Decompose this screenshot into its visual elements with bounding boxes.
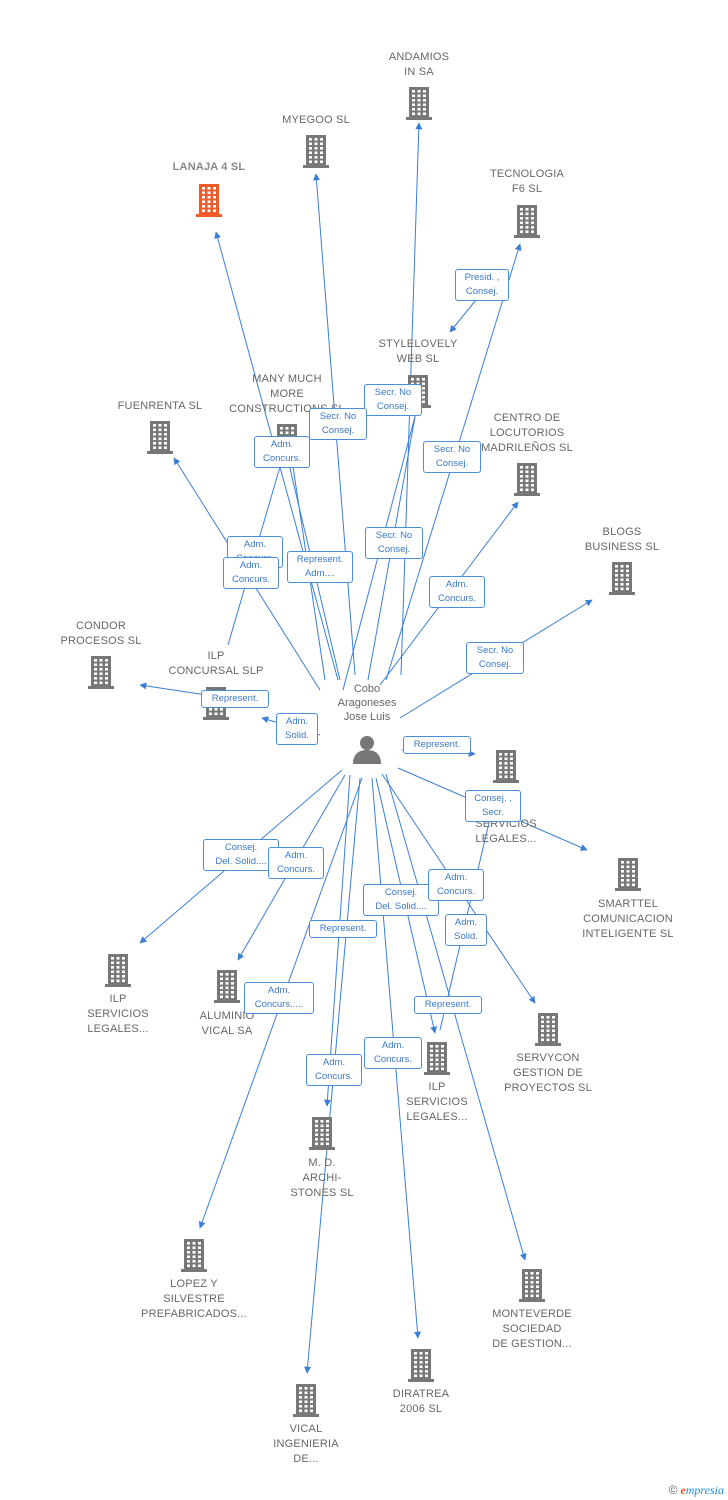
relation-label[interactable]: Adm. Solid. [276,713,318,745]
relation-label[interactable]: Secr. No Consej. [423,441,481,473]
company-label: ILP CONCURSAL SLP [168,650,264,677]
relation-label[interactable]: Adm. Concurs. [223,557,279,589]
company-label: BLOGS BUSINESS SL [584,526,660,553]
company-label: MYEGOO SL [282,114,350,126]
relation-label[interactable]: Adm. Concurs. [429,576,485,608]
building-icon [293,1384,319,1417]
relation-label[interactable]: Secr. No Consej. [364,384,422,416]
building-icon [408,1349,434,1382]
relation-label[interactable]: Secr. No Consej. [309,408,367,440]
company-label: MONTEVERDE SOCIEDAD DE GESTION... [492,1308,572,1350]
company-label: CENTRO DE LOCUTORIOS MADRILEÑOS SL [481,412,573,454]
company-label: M. D. ARCHI- STONES SL [290,1157,354,1199]
building-icon [105,954,131,987]
building-icon [181,1239,207,1272]
relation-label[interactable]: Adm. Concurs. [428,869,484,901]
building-icon [309,1117,335,1150]
building-icon [406,87,432,120]
company-label: ANDAMIOS IN SA [388,51,450,78]
company-label: SMARTTEL COMUNICACION INTELIGENTE SL [582,898,674,940]
relation-label[interactable]: Represent. Adm.... [287,551,353,583]
building-icon [609,562,635,595]
company-label: STYLELOVELY WEB SL [378,338,458,365]
building-icon [196,184,222,217]
building-icon [88,656,114,689]
relation-label[interactable]: Represent. [201,690,269,708]
relation-label[interactable]: Represent. [403,736,471,754]
building-icon [514,463,540,496]
building-icon [214,970,240,1003]
company-label: SERVYCON GESTION DE PROYECTOS SL [504,1052,592,1094]
relation-label[interactable]: Adm. Concurs. [268,847,324,879]
building-icon [303,135,329,168]
relation-label[interactable]: Secr. No Consej. [466,642,524,674]
building-icon [514,205,540,238]
brand-rest: mpresia [685,1483,724,1497]
relation-label[interactable]: Adm. Concurs. [306,1054,362,1086]
building-icon [519,1269,545,1302]
company-label: TECNOLOGIA F6 SL [489,168,565,195]
relation-edge [385,773,527,1261]
company-label: ALUMINIO VICAL SA [199,1010,255,1037]
building-icon [493,750,519,783]
relation-label[interactable]: Consej. , Secr. [465,790,521,822]
building-icon [424,1042,450,1075]
relation-label[interactable]: Represent. [414,996,482,1014]
company-label: MANY MUCH MORE CONSTRUCTIONS SL [229,373,344,415]
building-icon [535,1013,561,1046]
person-icon [353,736,381,764]
company-label: ILP SERVICIOS LEGALES... [87,993,149,1035]
company-label: VICAL INGENIERIA DE... [273,1423,339,1465]
relation-label[interactable]: Secr. No Consej. [365,527,423,559]
relation-edge [323,774,351,1107]
building-icon [615,858,641,891]
company-label: DIRATREA 2006 SL [392,1388,450,1415]
relation-label[interactable]: Represent. [309,920,377,938]
building-icon [147,421,173,454]
relation-label[interactable]: Presid. , Consej. [455,269,509,301]
company-label: LANAJA 4 SL [172,161,246,173]
relation-label[interactable]: Consej. Del. Solid.... [363,884,439,916]
brand-e: e [680,1483,686,1497]
company-label: CONDOR PROCESOS SL [60,620,142,647]
copyright-symbol: © [668,1483,678,1497]
relation-label[interactable]: Adm. Concurs..... [244,982,314,1014]
company-label: LOPEZ Y SILVESTRE PREFABRICADOS... [141,1278,247,1320]
relation-label[interactable]: Adm. Concurs. [364,1037,422,1069]
company-label: FUENRENTA SL [117,400,203,412]
relation-label[interactable]: Adm. Solid. [445,914,487,946]
center-person-name: Cobo Aragoneses Jose Luis [337,683,397,723]
footer-brand[interactable]: © empresia [669,1483,724,1498]
company-label: ILP SERVICIOS LEGALES... [406,1081,468,1123]
relation-label[interactable]: Adm. Concurs. [254,436,310,468]
